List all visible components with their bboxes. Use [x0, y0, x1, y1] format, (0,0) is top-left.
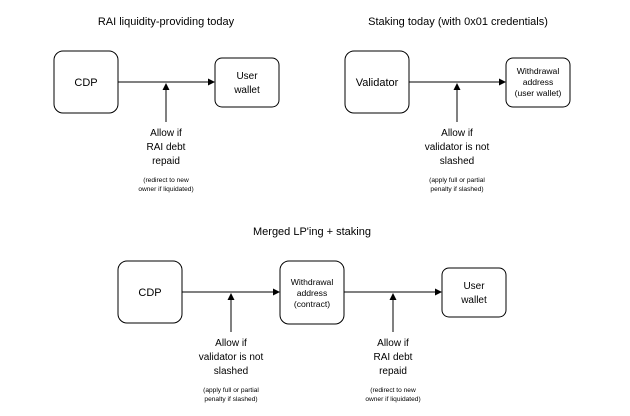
merged-withdrawal-label-2: address: [297, 288, 328, 298]
staking-condition-arrowhead: [453, 83, 461, 90]
merged-condition-2-line-1: Allow if: [377, 338, 409, 349]
staking-withdrawal-label-1: Withdrawal: [517, 66, 560, 76]
rai-user-wallet-label-2: wallet: [233, 85, 260, 96]
panel-rai: RAI liquidity-providing today CDP User w…: [53, 16, 280, 193]
merged-note-1-line-2: penalty if slashed): [204, 396, 257, 403]
panel-staking: Staking today (with 0x01 credentials) Va…: [344, 16, 571, 193]
rai-condition-line-3: repaid: [152, 156, 180, 167]
staking-condition-line-2: validator is not: [425, 142, 490, 153]
staking-withdrawal-label-2: address: [523, 77, 554, 87]
merged-note-1-line-1: (apply full or partial: [203, 387, 259, 394]
staking-condition-line-3: slashed: [440, 156, 474, 167]
merged-user-wallet-box: [441, 267, 507, 318]
merged-withdrawal-label-1: Withdrawal: [291, 277, 334, 287]
merged-note-2-line-1: (redirect to new: [370, 387, 416, 394]
staking-note-line-2: penalty if slashed): [430, 186, 483, 193]
staking-condition-line-1: Allow if: [441, 128, 473, 139]
rai-flow-arrowhead: [208, 78, 215, 86]
staking-note-line-1: (apply full or partial: [429, 177, 485, 184]
merged-condition-2-line-3: repaid: [379, 366, 407, 377]
merged-cdp-label: CDP: [138, 287, 161, 299]
panel-merged-title: Merged LP'ing + staking: [253, 226, 371, 238]
staking-flow-arrowhead: [499, 78, 506, 86]
rai-user-wallet-label-1: User: [236, 71, 258, 82]
merged-condition-1-line-2: validator is not: [199, 352, 264, 363]
staking-withdrawal-label-3: (user wallet): [515, 88, 562, 98]
rai-condition-line-2: RAI debt: [147, 142, 186, 153]
merged-withdrawal-label-3: (contract): [294, 299, 330, 309]
rai-condition-arrowhead: [162, 83, 170, 90]
staking-withdrawal-box: [505, 57, 571, 108]
merged-condition-arrowhead-1: [227, 293, 235, 300]
rai-note-line-2: owner if liquidated): [138, 186, 193, 193]
rai-cdp-label: CDP: [74, 77, 97, 89]
merged-condition-1-line-1: Allow if: [215, 338, 247, 349]
merged-flow-arrowhead-2: [435, 288, 442, 296]
staking-validator-label: Validator: [356, 77, 399, 89]
merged-note-2-line-2: owner if liquidated): [365, 396, 420, 403]
panel-rai-title: RAI liquidity-providing today: [98, 16, 235, 28]
merged-condition-arrowhead-2: [389, 293, 397, 300]
merged-flow-arrowhead-1: [273, 288, 280, 296]
rai-condition-line-1: Allow if: [150, 128, 182, 139]
panel-merged: Merged LP'ing + staking CDP Withdrawal a…: [117, 226, 507, 403]
merged-condition-2-line-2: RAI debt: [374, 352, 413, 363]
panel-staking-title: Staking today (with 0x01 credentials): [368, 16, 548, 28]
merged-condition-1-line-3: slashed: [214, 366, 248, 377]
rai-user-wallet-box: [214, 57, 280, 108]
rai-note-line-1: (redirect to new: [143, 177, 189, 184]
merged-user-wallet-label-2: wallet: [460, 295, 487, 306]
merged-user-wallet-label-1: User: [463, 281, 485, 292]
